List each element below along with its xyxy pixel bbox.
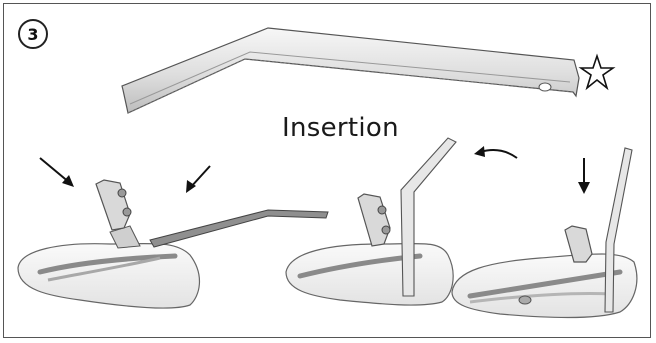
down-arrow-icon	[578, 158, 590, 194]
star-outline-icon	[581, 56, 613, 88]
curved-arrow-icon	[474, 146, 517, 158]
insertion-tool	[122, 28, 579, 113]
foot-left	[18, 180, 328, 308]
foot-right	[452, 148, 637, 318]
down-left-arrow-icon	[186, 166, 210, 193]
foot-middle	[286, 138, 456, 305]
tool-hole	[539, 83, 551, 91]
down-right-arrow-icon	[40, 158, 74, 187]
